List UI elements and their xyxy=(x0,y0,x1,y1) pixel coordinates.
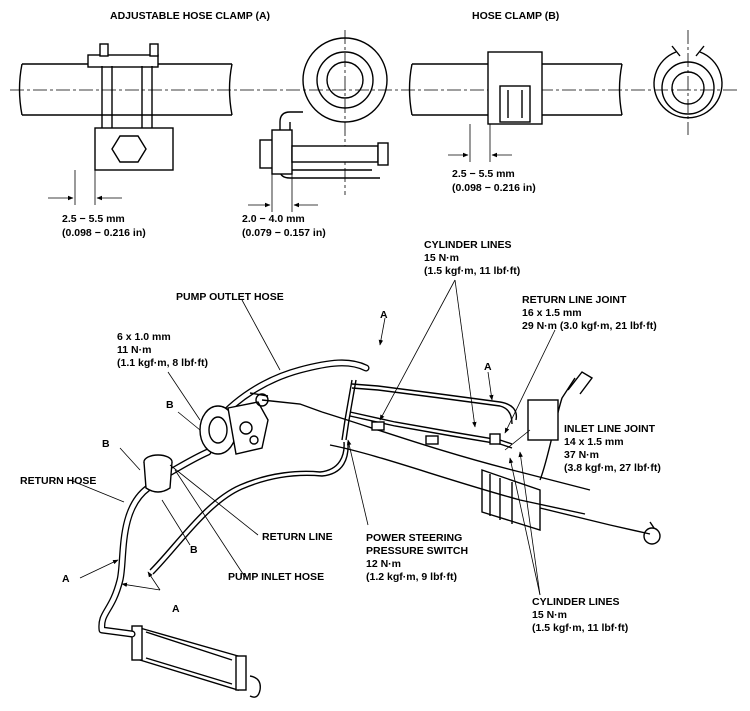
callout-a-top: A xyxy=(380,309,388,321)
pressure-switch-torque: 12 N·m xyxy=(366,558,401,570)
clamp-a-dim1-mm: 2.5 − 5.5 mm xyxy=(62,213,125,225)
callout-b-reservoir: B xyxy=(102,438,110,450)
return-hose-label: RETURN HOSE xyxy=(20,475,96,487)
clamp-a-title: ADJUSTABLE HOSE CLAMP (A) xyxy=(110,10,270,22)
clamp-b-dim-in: (0.098 − 0.216 in) xyxy=(452,182,536,194)
adjustable-clamp-side-view xyxy=(10,43,740,205)
cylinder-lines-top-torque-imperial: (1.5 kgf·m, 11 lbf·ft) xyxy=(424,265,520,277)
inlet-line-joint-torque: 37 N·m xyxy=(564,449,599,461)
callout-b-pump: B xyxy=(166,399,174,411)
pump-bolt-torque: 11 N·m xyxy=(117,344,151,356)
steering-rack xyxy=(249,371,661,545)
callout-a-bottom: A xyxy=(172,603,180,615)
callout-b-lower: B xyxy=(190,544,198,556)
inlet-line-joint-label: INLET LINE JOINT xyxy=(564,423,656,435)
cylinder-lines-bottom-label: CYLINDER LINES xyxy=(532,596,620,608)
cylinder-lines-bottom-torque-imperial: (1.5 kgf·m, 11 lbf·ft) xyxy=(532,622,628,634)
reservoir xyxy=(143,454,173,493)
callout-a-left: A xyxy=(62,573,70,585)
return-line-joint-label: RETURN LINE JOINT xyxy=(522,294,627,306)
pressure-switch-label-2: PRESSURE SWITCH xyxy=(366,545,468,557)
inlet-line-joint-torque-imperial: (3.8 kgf·m, 27 lbf·ft) xyxy=(564,462,661,474)
adjustable-clamp-end-view xyxy=(248,30,389,212)
clamp-a-dim1-in: (0.098 − 0.216 in) xyxy=(62,227,146,239)
cylinder-lines-top-label: CYLINDER LINES xyxy=(424,239,512,251)
callout-a-right: A xyxy=(484,361,492,373)
clamp-b-title: HOSE CLAMP (B) xyxy=(472,10,559,22)
inlet-line-joint-size: 14 x 1.5 mm xyxy=(564,436,624,448)
pump-outlet-hose-label: PUMP OUTLET HOSE xyxy=(176,291,284,303)
hose-clamp-end-view xyxy=(653,30,723,135)
pump-inlet-hose-label: PUMP INLET HOSE xyxy=(228,571,324,583)
clamp-a-dim2-in: (0.079 − 0.157 in) xyxy=(242,227,326,239)
hose-clamp-side-view xyxy=(408,51,623,162)
clamp-a-dim2-mm: 2.0 − 4.0 mm xyxy=(242,213,305,225)
clamp-b-dim-mm: 2.5 − 5.5 mm xyxy=(452,168,515,180)
leader-lines xyxy=(69,279,556,596)
return-line-label: RETURN LINE xyxy=(262,531,333,543)
pump-bolt-size: 6 x 1.0 mm xyxy=(117,331,171,343)
cooler-assembly xyxy=(131,625,261,698)
return-line-joint-torque: 29 N·m (3.0 kgf·m, 21 lbf·ft) xyxy=(522,320,657,332)
pressure-switch-label-1: POWER STEERING xyxy=(366,532,462,544)
pressure-switch-torque-imperial: (1.2 kgf·m, 9 lbf·ft) xyxy=(366,571,457,583)
return-line-joint-size: 16 x 1.5 mm xyxy=(522,307,582,319)
power-steering-pump xyxy=(199,401,269,455)
pump-bolt-torque-imperial: (1.1 kgf·m, 8 lbf·ft) xyxy=(117,357,208,369)
cylinder-lines-bottom-torque: 15 N·m xyxy=(532,609,567,621)
cylinder-lines-top-torque: 15 N·m xyxy=(424,252,459,264)
